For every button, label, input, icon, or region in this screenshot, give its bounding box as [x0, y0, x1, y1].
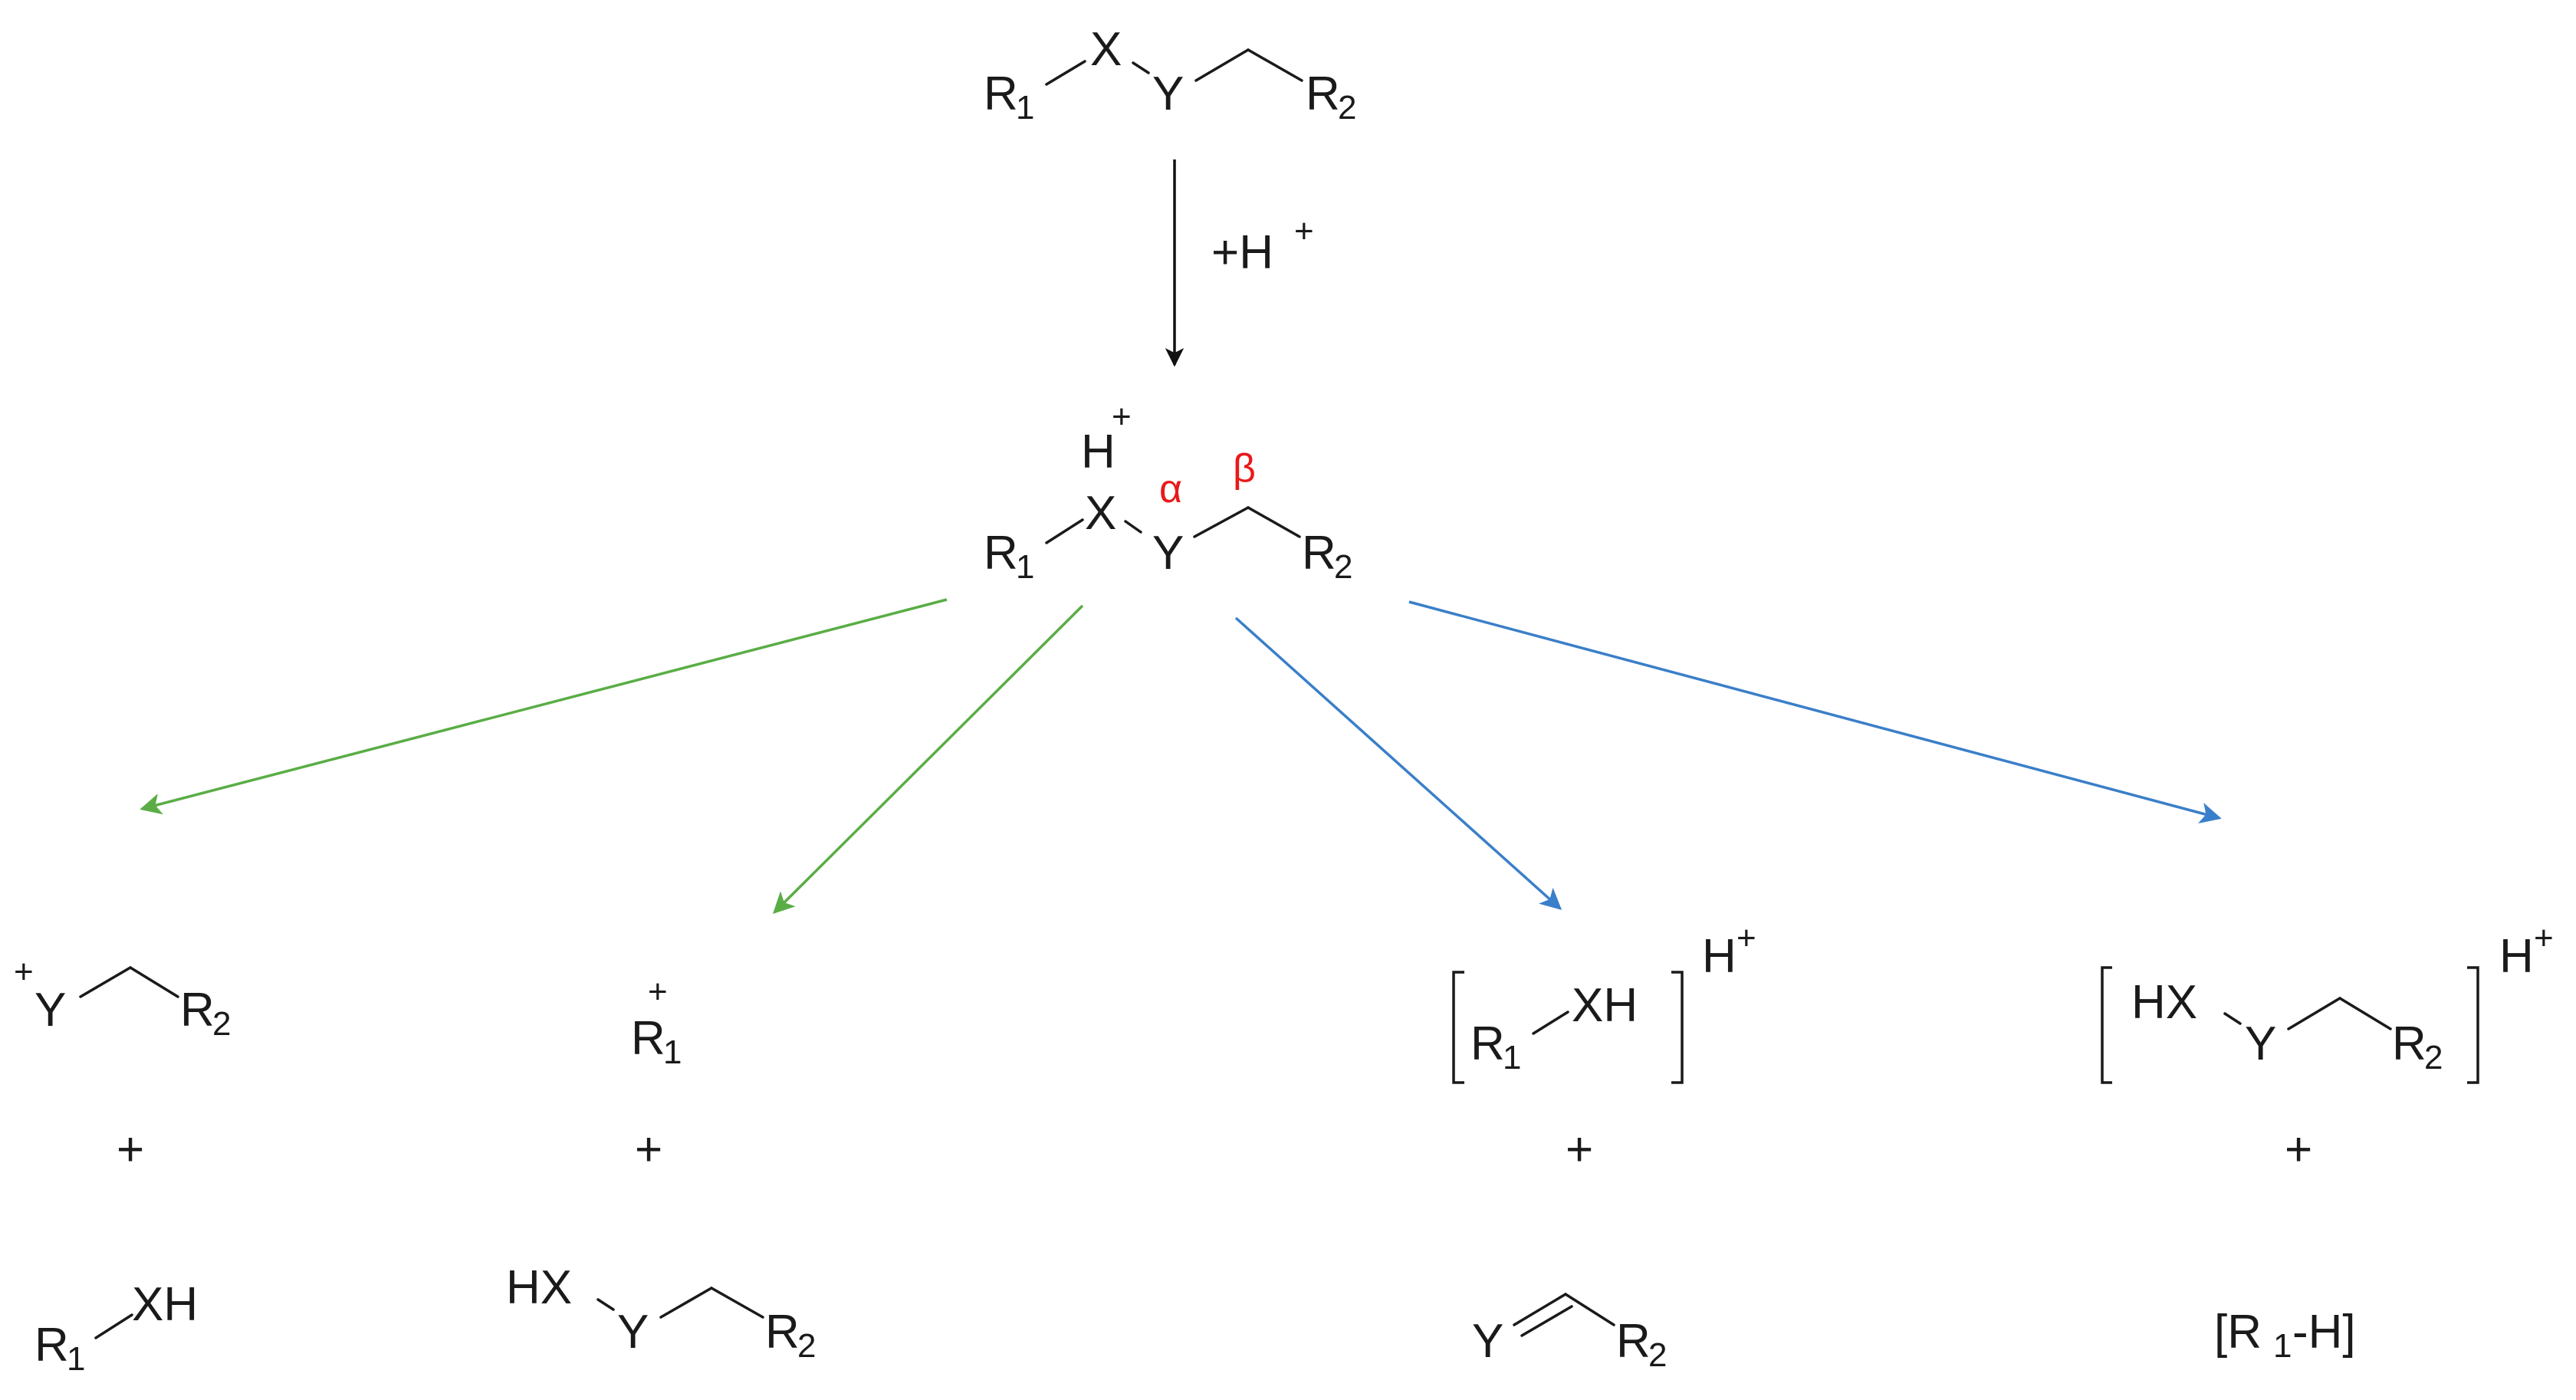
alpha-label: α — [1159, 467, 1182, 511]
bond-y-ch2 — [79, 966, 132, 998]
bracket-right — [1671, 971, 1684, 1084]
bond-r1-x — [1045, 60, 1086, 86]
atom-y: Y — [1152, 67, 1184, 120]
atom-r1: R — [631, 1012, 665, 1065]
subscript-1: 1 — [67, 1340, 85, 1378]
charge-plus: + — [14, 953, 34, 991]
plus-sign: + — [117, 1123, 144, 1176]
beta-label: β — [1233, 446, 1256, 491]
reagent-charge: + — [1294, 212, 1314, 250]
bracket-open-r: [R — [2214, 1306, 2262, 1359]
atom-y: Y — [1472, 1315, 1503, 1368]
subscript-2: 2 — [797, 1327, 816, 1365]
bond-y-ch2 — [1193, 506, 1250, 538]
bond-r1-x — [1532, 1011, 1569, 1035]
h-close-bracket: -H] — [2292, 1306, 2356, 1359]
bond-y-ch2 — [2287, 997, 2341, 1030]
atom-r1: R — [34, 1319, 69, 1372]
atom-h: H — [1702, 930, 1737, 983]
pathway-2-products: R 1 + + HX Y R 2 — [506, 973, 816, 1365]
subscript-2: 2 — [1338, 89, 1356, 127]
bond-ch2-r2 — [129, 966, 179, 998]
pathway-3-products: R 1 XH H + + Y R 2 — [1452, 919, 1756, 1374]
pathway-arrow-1 — [140, 598, 948, 815]
bond-x-y — [2223, 1012, 2242, 1025]
reagent-text: +H — [1211, 226, 1273, 279]
plus-sign: + — [1566, 1123, 1593, 1176]
bond-ch2-r2 — [2338, 997, 2392, 1030]
charge-plus: + — [2534, 919, 2554, 957]
charge-plus: + — [1112, 398, 1132, 435]
charge-plus: + — [1737, 919, 1756, 957]
subscript-2: 2 — [212, 1005, 231, 1043]
atom-r2: R — [180, 984, 215, 1037]
bond-x-y — [596, 1298, 615, 1311]
protonated-intermediate: H + R 1 X Y R 2 α β — [984, 398, 1352, 586]
atom-y: Y — [2245, 1017, 2276, 1070]
atom-r1: R — [984, 527, 1018, 580]
subscript-2: 2 — [1334, 548, 1352, 586]
atom-r2: R — [2392, 1017, 2426, 1070]
atom-h: H — [2499, 930, 2534, 983]
bond-r1-x — [1045, 518, 1084, 544]
bracket-left — [2101, 966, 2112, 1084]
atom-y: Y — [617, 1306, 649, 1359]
charge-plus: + — [648, 973, 668, 1011]
starting-molecule: R 1 X Y R 2 — [984, 23, 1356, 127]
subscript-1: 1 — [1503, 1039, 1521, 1076]
bond-y-ch-double-2 — [1520, 1305, 1573, 1337]
bond-r1-x — [94, 1313, 133, 1339]
group-hx: HX — [2131, 976, 2197, 1029]
pathway-1-products: + Y R 2 + R 1 XH — [14, 953, 231, 1378]
bond-y-ch-double-1 — [1513, 1293, 1567, 1326]
plus-sign: + — [635, 1123, 662, 1176]
subscript-1: 1 — [2273, 1327, 2292, 1365]
subscript-1: 1 — [1016, 89, 1034, 127]
atom-r2: R — [1306, 67, 1340, 120]
group-xh: XH — [1572, 979, 1638, 1032]
plus-sign: + — [2285, 1123, 2312, 1176]
subscript-2: 2 — [2424, 1039, 2443, 1076]
bond-x-y — [1132, 61, 1150, 74]
pathway-arrow-4 — [1408, 600, 2222, 824]
atom-y: Y — [1152, 527, 1184, 580]
bond-x-y — [1124, 520, 1142, 534]
bond-y-ch2 — [659, 1287, 713, 1319]
bracket-right — [2467, 966, 2479, 1084]
atom-x: X — [1090, 23, 1122, 76]
atom-r1: R — [1470, 1017, 1505, 1070]
group-hx: HX — [506, 1261, 572, 1314]
atom-r2: R — [765, 1306, 800, 1359]
subscript-2: 2 — [1648, 1336, 1667, 1374]
subscript-1: 1 — [1016, 548, 1034, 586]
pathway-arrow-3 — [1234, 616, 1562, 910]
atom-r2: R — [1616, 1315, 1651, 1368]
atom-x: X — [1085, 487, 1116, 540]
group-xh: XH — [132, 1278, 198, 1331]
bond-ch2-r2 — [1247, 48, 1303, 82]
atom-r2: R — [1302, 527, 1336, 580]
subscript-1: 1 — [663, 1034, 682, 1071]
bond-ch-r2 — [1564, 1293, 1615, 1326]
atom-r1: R — [984, 67, 1018, 120]
pathway-arrow-2 — [773, 604, 1084, 914]
bracket-left — [1452, 971, 1464, 1084]
atom-h: H — [1081, 426, 1116, 478]
bond-ch2-r2 — [710, 1287, 764, 1319]
bond-y-ch2 — [1194, 48, 1250, 82]
atom-y: Y — [34, 984, 66, 1037]
pathway-4-products: HX Y R 2 H + + [R 1 -H] — [2101, 919, 2554, 1365]
bond-ch2-r2 — [1247, 506, 1301, 538]
reagent-label: +H + — [1211, 212, 1314, 279]
